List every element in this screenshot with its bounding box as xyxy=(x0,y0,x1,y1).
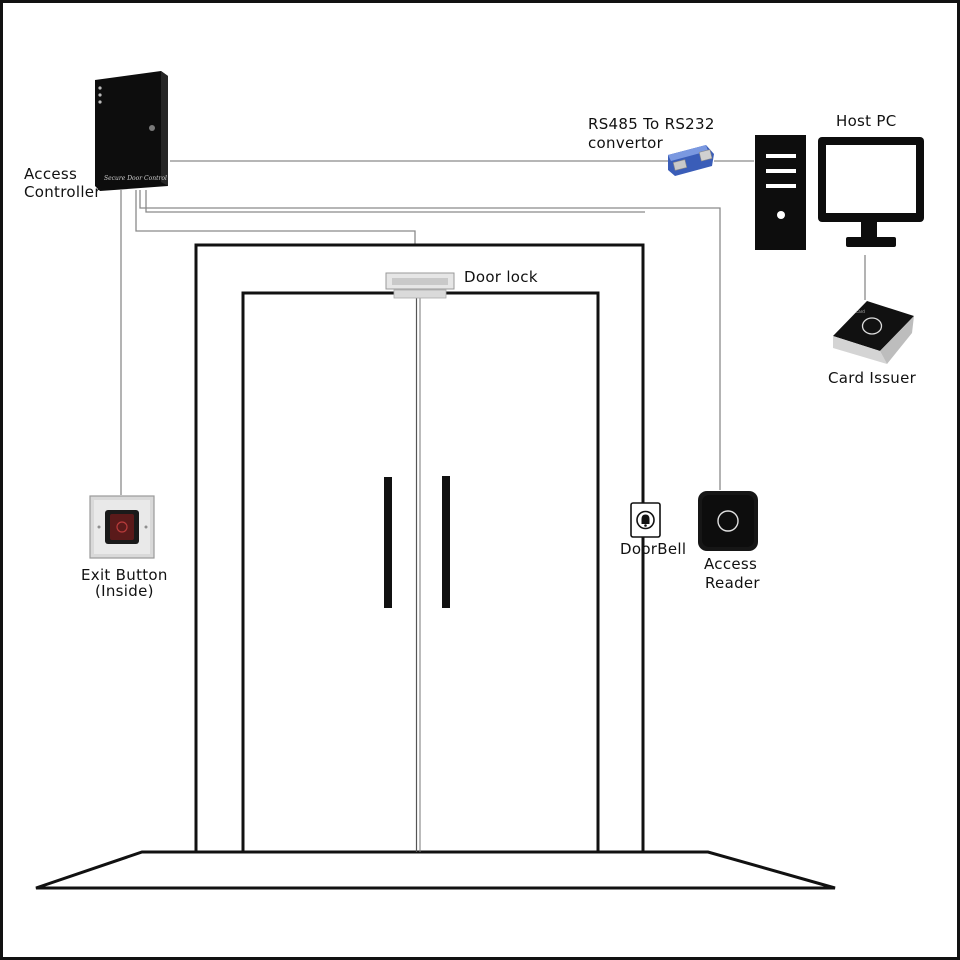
access-controller-label-line2: Controller xyxy=(24,183,101,201)
door-lock-label: Door lock xyxy=(464,268,538,286)
card-issuer-device: card xyxy=(833,301,914,364)
svg-text:card: card xyxy=(856,309,865,314)
converter-label-line2: convertor xyxy=(588,134,664,152)
access-reader-label-line1: Access xyxy=(704,555,757,573)
floor-mat xyxy=(35,850,836,890)
controller-led-icon xyxy=(98,93,102,97)
doorbell-label: DoorBell xyxy=(620,540,686,558)
wire-controller-reader-2 xyxy=(145,190,645,213)
bell-icon xyxy=(641,514,650,524)
door-handle-right[interactable] xyxy=(442,476,450,608)
wiring xyxy=(120,160,866,495)
rs485-converter-device xyxy=(668,145,714,176)
monitor-icon xyxy=(818,137,924,247)
host-pc-label: Host PC xyxy=(836,112,897,130)
controller-led-icon xyxy=(98,100,102,104)
controller-led-icon xyxy=(98,86,102,90)
reader-sensor-icon xyxy=(717,510,739,532)
exit-button-label-line1: Exit Button xyxy=(81,566,168,584)
converter-label-line1: RS485 To RS232 xyxy=(588,115,715,133)
doorbell-device[interactable] xyxy=(630,502,661,538)
exit-button-label-line2: (Inside) xyxy=(95,582,154,600)
card-issuer-label: Card Issuer xyxy=(828,369,917,387)
access-controller-device: Secure Door Control xyxy=(95,71,168,191)
controller-keyhole-icon xyxy=(149,125,155,131)
wire-controller-reader xyxy=(139,190,721,490)
controller-brand-text: Secure Door Control xyxy=(104,175,167,182)
access-controller-label-line1: Access xyxy=(24,165,77,183)
door-lock-device xyxy=(385,272,455,299)
pc-tower-icon xyxy=(755,135,806,250)
door-handle-left[interactable] xyxy=(384,477,392,608)
access-reader-label-line2: Reader xyxy=(705,574,760,592)
access-reader-device[interactable] xyxy=(698,491,758,551)
exit-button-device[interactable] xyxy=(89,495,155,559)
